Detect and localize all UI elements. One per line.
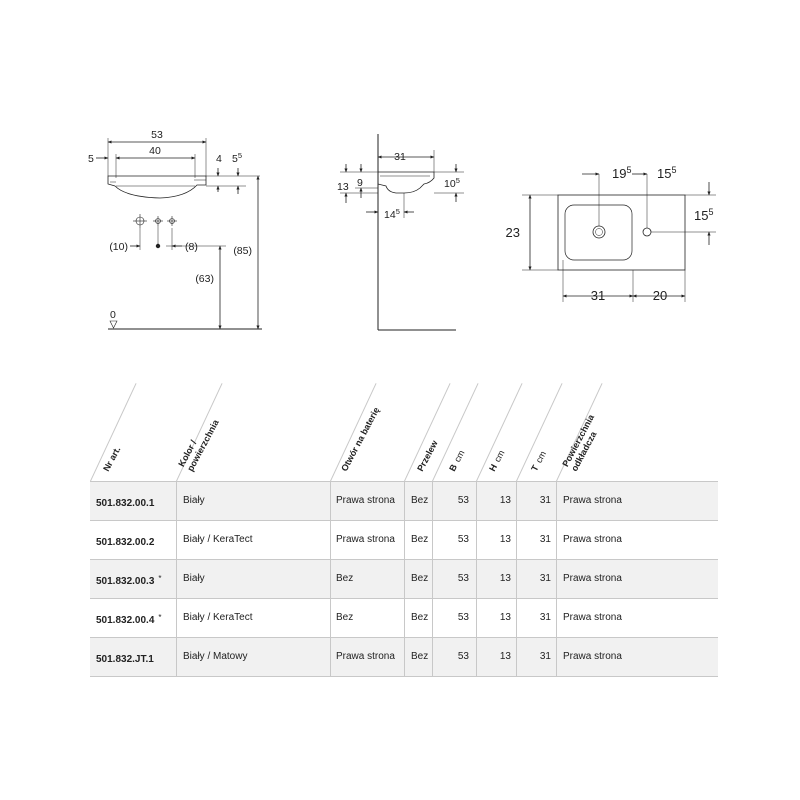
footnote-mark: * — [158, 613, 162, 622]
cell-shelf: Prawa strona — [556, 482, 723, 520]
cell-width: 53 — [432, 482, 469, 520]
basin-side-outline — [377, 171, 435, 194]
dim-height-total: (85) — [233, 245, 252, 257]
header-color: Kolor /powierzchnia — [176, 417, 221, 473]
cell-height: 13 — [476, 521, 511, 559]
header-width: Bcm — [447, 448, 467, 473]
dim-side-offset: 155 — [694, 207, 713, 223]
cell-shelf: Prawa strona — [556, 521, 723, 559]
cell-width: 53 — [432, 599, 469, 637]
cell-depth: 31 — [516, 599, 551, 637]
cell-width: 53 — [432, 560, 469, 598]
cell-overflow: Bez — [404, 638, 439, 676]
header-depth: Tcm — [529, 449, 549, 473]
spec-table: Nr art. Kolor /powierzchnia Otwór na bat… — [90, 383, 718, 677]
dim-rear: 105 — [444, 176, 460, 190]
dim-height-13: 13 — [337, 181, 349, 193]
cell-width: 53 — [432, 638, 469, 676]
cell-overflow: Bez — [404, 521, 439, 559]
basin-plan-outline — [557, 194, 686, 271]
front-view-labels: 53 40 5 4 55 (10) (8) (85) (63) 0 — [88, 129, 252, 321]
dim-drain-position: 195 — [612, 165, 631, 181]
cell-color: Biały — [176, 560, 333, 598]
cell-art-no: 501.832.00.1 — [96, 498, 155, 509]
dim-shelf-width: 20 — [653, 288, 667, 303]
cell-height: 13 — [476, 638, 511, 676]
dim-width-basin: 40 — [149, 145, 161, 157]
cell-overflow: Bez — [404, 482, 439, 520]
cell-depth: 31 — [516, 482, 551, 520]
cell-height: 13 — [476, 482, 511, 520]
cell-tap-hole: Bez — [330, 599, 408, 637]
dim-width-overall: 53 — [151, 129, 163, 141]
floor-level-label: 0 — [110, 309, 116, 321]
cell-art-no: 501.832.00.3* — [96, 574, 162, 587]
dim-depth: 31 — [394, 151, 406, 163]
dim-edge-offset: 5 — [88, 153, 94, 165]
cell-tap-hole: Prawa strona — [330, 482, 408, 520]
cell-art-no: 501.832.00.4* — [96, 613, 162, 626]
cell-depth: 31 — [516, 638, 551, 676]
cell-tap-hole: Prawa strona — [330, 638, 408, 676]
cell-overflow: Bez — [404, 599, 439, 637]
header-overflow: Przelew — [415, 438, 440, 473]
dim-tap-position: 155 — [657, 165, 676, 181]
dim-drain-depth: 145 — [384, 207, 400, 221]
dim-height-drain: (63) — [195, 273, 214, 285]
cell-shelf: Prawa strona — [556, 599, 723, 637]
dim-rim-height: 4 — [216, 153, 222, 165]
cell-tap-hole: Prawa strona — [330, 521, 408, 559]
front-view — [96, 138, 262, 330]
side-view-labels: 31 13 9 105 145 — [337, 151, 460, 221]
cell-shelf: Prawa strona — [556, 638, 723, 676]
dim-plan-depth: 23 — [506, 225, 520, 240]
cell-color: Biały / KeraTect — [176, 599, 333, 637]
tap-hole — [642, 227, 652, 237]
cell-color: Biały / Matowy — [176, 638, 333, 676]
cell-shelf: Prawa strona — [556, 560, 723, 598]
plan-view-labels: 195 155 155 23 31 20 — [506, 165, 714, 303]
side-view — [340, 134, 464, 331]
dim-basin-width: 31 — [591, 288, 605, 303]
dim-height-9: 9 — [357, 177, 363, 189]
cell-overflow: Bez — [404, 560, 439, 598]
cell-depth: 31 — [516, 521, 551, 559]
cell-width: 53 — [432, 521, 469, 559]
cell-art-no: 501.832.00.2 — [96, 537, 155, 548]
cell-height: 13 — [476, 599, 511, 637]
dim-rim-offset: 55 — [232, 151, 242, 165]
cell-height: 13 — [476, 560, 511, 598]
technical-drawings: 53 40 5 4 55 (10) (8) (85) (63) 0 — [0, 0, 800, 360]
footnote-mark: * — [158, 574, 162, 583]
cell-depth: 31 — [516, 560, 551, 598]
dim-drain-right: (8) — [185, 241, 198, 253]
cell-tap-hole: Bez — [330, 560, 408, 598]
plan-view — [522, 172, 716, 302]
cell-color: Biały — [176, 482, 333, 520]
basin-front-outline — [107, 175, 207, 199]
dim-drain-left: (10) — [109, 241, 128, 253]
cell-color: Biały / KeraTect — [176, 521, 333, 559]
cell-art-no: 501.832.JT.1 — [96, 654, 154, 665]
table-header: Nr art. Kolor /powierzchnia Otwór na bat… — [90, 383, 718, 482]
drain-hole — [592, 225, 606, 239]
